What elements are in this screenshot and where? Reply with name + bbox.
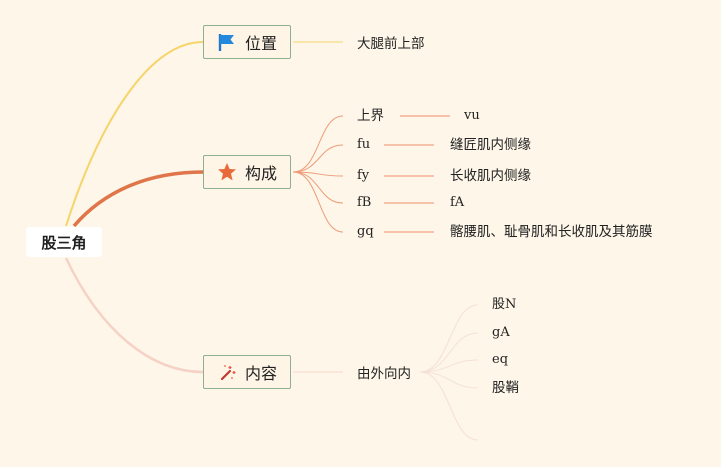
topic-femoral-sheath[interactable]: 股鞘 [492,380,519,396]
link-order-ga [419,332,479,373]
topic-thigh-upper-front[interactable]: 大腿前上部 [357,36,425,52]
topic-eq[interactable]: eq [492,352,509,367]
link-composition-fu [292,144,344,173]
topic-upper-border[interactable]: 上界 [357,108,384,124]
topic-ga[interactable]: gA [492,325,510,340]
topic-fA[interactable]: fA [450,195,465,210]
link-order-sheath [419,371,479,389]
link-composition-fB [292,171,344,204]
link-order-n [419,304,479,373]
branch-node-position[interactable]: 位置 [203,25,291,59]
branch-label-position: 位置 [244,34,277,53]
topic-fB[interactable]: fB [357,195,372,210]
topic-fu[interactable]: fu [357,137,371,152]
branch-node-composition[interactable]: 构成 [203,155,291,189]
link-root-position [65,41,204,227]
topic-sartorius-medial[interactable]: 缝匠肌内侧缘 [450,137,531,153]
topic-floor-muscles[interactable]: 髂腰肌、耻骨肌和长收肌及其筋膜 [450,224,653,240]
link-composition-gq [292,171,344,233]
branch-label-composition: 构成 [244,164,277,183]
magic-wand-icon [217,362,237,382]
link-composition-upper [292,115,344,173]
branch-label-content: 内容 [244,364,277,383]
star-icon [217,162,237,182]
topic-vu[interactable]: vu [464,108,480,123]
link-order-eq [419,359,479,373]
link-root-composition [72,170,204,228]
link-order-empty [419,371,479,441]
topic-fy[interactable]: fy [357,168,370,183]
topic-femoral-nerve[interactable]: 股N [492,297,517,312]
topic-gq[interactable]: gq [357,224,374,239]
root-label: 股三角 [41,233,87,252]
root-node[interactable]: 股三角 [26,227,102,257]
branch-node-content[interactable]: 内容 [203,355,291,389]
link-root-content [64,257,204,374]
topic-adductor-longus-medial[interactable]: 长收肌内侧缘 [450,168,531,184]
flag-icon [217,32,237,52]
topic-lateral-to-medial[interactable]: 由外向内 [357,366,411,382]
